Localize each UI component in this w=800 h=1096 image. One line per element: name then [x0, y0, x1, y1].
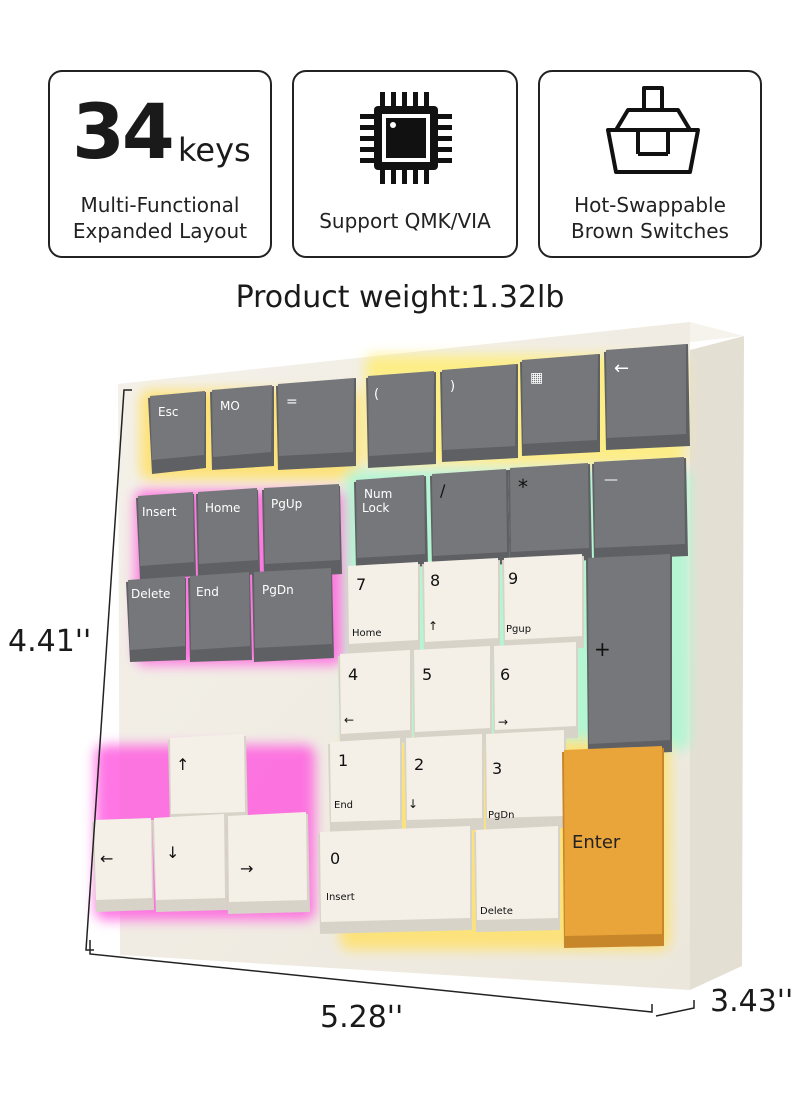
key-left[interactable] — [92, 818, 154, 912]
key-end-label: End — [196, 585, 219, 599]
key-end[interactable] — [188, 572, 252, 662]
key-home-label: Home — [205, 501, 240, 515]
dimension-height: 4.41'' — [8, 624, 92, 659]
key-9-label: 9 — [508, 569, 518, 588]
key-count: 34 — [72, 87, 175, 176]
key-slash-label: / — [440, 481, 446, 500]
feature-keys-line1: Multi-Functional — [80, 193, 240, 217]
feature-box-switch: Hot-Swappable Brown Switches — [538, 70, 762, 258]
key-3-sublabel: PgDn — [488, 810, 514, 821]
key-5[interactable] — [412, 646, 492, 744]
key-7[interactable] — [346, 562, 420, 656]
key-2-label: 2 — [414, 755, 424, 774]
key-up[interactable] — [168, 734, 248, 826]
key-0-sublabel: Insert — [326, 892, 355, 903]
key-dot[interactable] — [474, 826, 560, 932]
dimension-depth: 3.43'' — [710, 984, 794, 1019]
chip-icon — [360, 92, 452, 184]
key-minus-label: — — [604, 472, 618, 488]
down-arrow-icon: ↓ — [166, 843, 179, 862]
feature-keys-text: Multi-Functional Expanded Layout — [50, 192, 270, 244]
feature-switch-line2: Brown Switches — [571, 219, 729, 243]
key-0[interactable] — [318, 826, 472, 934]
key-7-sublabel: Home — [352, 628, 382, 639]
key-numlock[interactable] — [354, 475, 428, 570]
switch-icon — [606, 86, 700, 174]
key-8-sublabel: ↑ — [428, 619, 438, 633]
key-lparen[interactable] — [366, 371, 436, 468]
key-mo[interactable] — [210, 385, 274, 470]
key-1-label: 1 — [338, 751, 348, 770]
key-9[interactable] — [502, 554, 584, 652]
key-6[interactable] — [492, 642, 578, 742]
key-9-sublabel: Pgup — [506, 624, 531, 635]
key-enter-label: Enter — [572, 832, 621, 853]
feature-box-keys: 34 keys Multi-Functional Expanded Layout — [48, 70, 272, 258]
key-lparen-label: ( — [374, 387, 379, 402]
left-arrow-icon: ← — [100, 849, 113, 868]
key-delete-label: Delete — [131, 587, 170, 601]
key-calculator[interactable] — [520, 354, 600, 456]
key-2-sublabel: ↓ — [408, 797, 418, 811]
up-arrow-icon: ↑ — [176, 755, 189, 774]
key-4-label: 4 — [348, 665, 358, 684]
key-star-label: * — [518, 475, 528, 499]
key-insert[interactable] — [136, 492, 196, 580]
key-pgdn-label: PgDn — [262, 583, 294, 597]
key-numlock-label1: Num — [364, 487, 392, 501]
key-dot-label: Delete — [480, 906, 513, 917]
key-backspace[interactable] — [604, 344, 690, 450]
key-down[interactable] — [152, 814, 228, 912]
key-1[interactable] — [328, 738, 402, 834]
key-8[interactable] — [422, 558, 500, 654]
key-3-label: 3 — [492, 759, 502, 778]
backspace-arrow-icon: ← — [614, 358, 629, 379]
dimension-lines — [85, 389, 695, 1017]
key-equal-label: = — [286, 394, 298, 410]
calculator-icon: ▦ — [530, 370, 543, 386]
feature-box-qmk: Support QMK/VIA — [292, 70, 518, 258]
key-plus-label: + — [594, 637, 611, 661]
key-plus[interactable] — [586, 554, 672, 756]
key-6-label: 6 — [500, 665, 510, 684]
key-3[interactable] — [484, 730, 566, 830]
key-esc-label: Esc — [158, 405, 178, 419]
key-right[interactable] — [226, 812, 310, 914]
feature-switch-line1: Hot-Swappable — [574, 193, 726, 217]
key-rparen[interactable] — [440, 364, 518, 462]
product-weight: Product weight:1.32lb — [235, 280, 565, 315]
key-pgdn[interactable] — [252, 568, 334, 662]
dimension-width: 5.28'' — [320, 1000, 404, 1035]
key-4[interactable] — [338, 650, 412, 746]
key-esc[interactable] — [148, 391, 206, 474]
key-numlock-label2: Lock — [362, 501, 389, 515]
key-rparen-label: ) — [450, 379, 455, 394]
key-delete[interactable] — [126, 576, 186, 662]
feature-qmk-text: Support QMK/VIA — [319, 209, 491, 233]
key-enter[interactable] — [562, 746, 664, 948]
key-pgup-label: PgUp — [271, 497, 302, 511]
key-star[interactable] — [508, 463, 592, 564]
key-equal[interactable] — [276, 378, 356, 470]
key-5-label: 5 — [422, 665, 432, 684]
key-count-unit: keys — [178, 131, 251, 169]
key-1-sublabel: End — [334, 800, 353, 811]
key-6-sublabel: → — [498, 715, 508, 729]
key-home[interactable] — [196, 488, 260, 578]
key-mo-label: MO — [220, 399, 240, 413]
key-slash[interactable] — [430, 469, 510, 568]
feature-switch-text: Hot-Swappable Brown Switches — [540, 192, 760, 244]
feature-keys-line2: Expanded Layout — [72, 219, 248, 243]
right-arrow-icon: → — [240, 859, 253, 878]
key-4-sublabel: ← — [344, 713, 354, 727]
key-insert-label: Insert — [142, 505, 177, 519]
keycaps: Esc MO = ( ) ▦ ← — [92, 344, 690, 948]
key-7-label: 7 — [356, 575, 366, 594]
key-0-label: 0 — [330, 849, 340, 868]
key-pgup[interactable] — [262, 484, 342, 578]
key-2[interactable] — [404, 734, 484, 832]
key-minus[interactable] — [592, 457, 688, 560]
key-8-label: 8 — [430, 571, 440, 590]
